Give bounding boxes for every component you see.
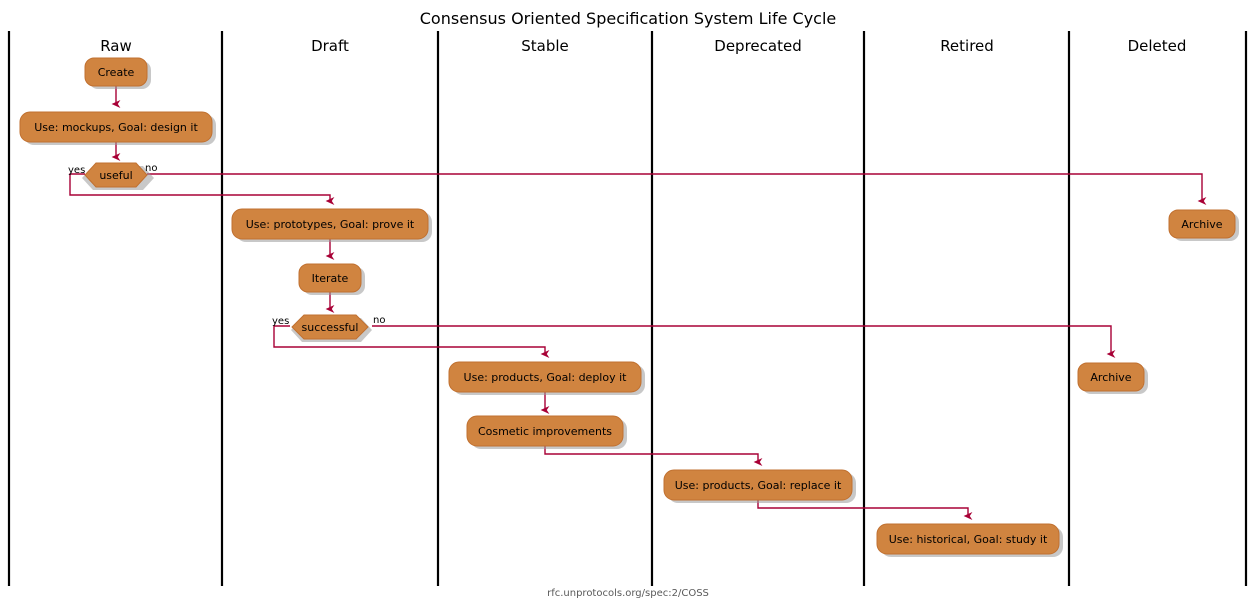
edge-label-successful-yes: yes — [272, 316, 289, 327]
node-archive-deleted-label: Archive — [1181, 218, 1222, 231]
node-use-products-replace[interactable]: Use: products, Goal: replace it — [663, 469, 856, 503]
node-use-mockups-shape — [19, 111, 213, 143]
lane-dividers — [7, 31, 1248, 586]
edge-label-successful-no: no — [373, 315, 385, 326]
edge-labels: yes no yes no — [68, 163, 385, 327]
node-create-shape — [84, 57, 148, 87]
node-archive-retired-shape — [1077, 362, 1145, 392]
node-successful-decision[interactable]: successful — [291, 314, 372, 342]
edges — [69, 86, 1207, 521]
node-successful-shape — [291, 314, 369, 340]
node-use-products-replace-shape — [663, 469, 853, 501]
node-archive-deleted[interactable]: Archive — [1168, 209, 1239, 241]
node-use-historical-study-shape — [876, 523, 1060, 555]
node-useful-decision[interactable]: useful — [82, 162, 154, 190]
node-iterate-label: Iterate — [312, 272, 349, 285]
node-use-prototypes-label: Use: prototypes, Goal: prove it — [246, 218, 415, 231]
edge-useful-yes-to-prototypes — [69, 173, 335, 206]
footer-caption: rfc.unprotocols.org/spec:2/COSS — [547, 588, 709, 599]
edge-label-useful-yes: yes — [68, 165, 85, 176]
node-create[interactable]: Create — [84, 57, 151, 89]
node-use-historical-study[interactable]: Use: historical, Goal: study it — [876, 523, 1063, 557]
node-use-mockups-label: Use: mockups, Goal: design it — [34, 121, 198, 134]
edge-useful-no-to-archive-deleted — [147, 173, 1207, 206]
edge-successful-no-to-archive-retired — [372, 325, 1116, 359]
lane-label-retired: Retired — [940, 37, 994, 55]
page-title: Consensus Oriented Specification System … — [420, 9, 837, 28]
lane-label-stable: Stable — [521, 37, 569, 55]
node-use-prototypes[interactable]: Use: prototypes, Goal: prove it — [231, 208, 432, 242]
node-use-products-deploy-shape — [448, 361, 642, 393]
edge-label-useful-no: no — [145, 163, 157, 174]
node-archive-retired[interactable]: Archive — [1077, 362, 1148, 394]
node-iterate[interactable]: Iterate — [298, 263, 365, 295]
lane-label-deprecated: Deprecated — [714, 37, 801, 55]
node-archive-retired-label: Archive — [1090, 371, 1131, 384]
node-use-historical-study-label: Use: historical, Goal: study it — [889, 533, 1048, 546]
node-use-products-deploy-label: Use: products, Goal: deploy it — [464, 371, 628, 384]
node-useful-label: useful — [99, 169, 132, 182]
node-successful-label: successful — [302, 321, 359, 334]
node-iterate-shape — [298, 263, 362, 293]
edge-replace-to-study — [757, 500, 973, 521]
node-use-products-replace-label: Use: products, Goal: replace it — [675, 479, 842, 492]
lane-label-raw: Raw — [100, 37, 132, 55]
node-use-mockups[interactable]: Use: mockups, Goal: design it — [19, 111, 216, 145]
lane-labels: Raw Draft Stable Deprecated Retired Dele… — [100, 37, 1186, 55]
node-useful-shape — [84, 162, 148, 188]
node-cosmetic-improvements-label: Cosmetic improvements — [478, 425, 612, 438]
edge-successful-yes-to-deploy — [273, 325, 550, 359]
node-use-products-deploy[interactable]: Use: products, Goal: deploy it — [448, 361, 645, 395]
node-cosmetic-improvements-shape — [466, 415, 624, 447]
lane-label-deleted: Deleted — [1128, 37, 1187, 55]
lane-label-draft: Draft — [311, 37, 349, 55]
node-create-label: Create — [98, 66, 135, 79]
edge-cosmetic-to-replace — [544, 446, 763, 467]
nodes: Create Use: mockups, Goal: design it use… — [19, 57, 1239, 557]
node-use-prototypes-shape — [231, 208, 429, 240]
node-cosmetic-improvements[interactable]: Cosmetic improvements — [466, 415, 627, 449]
node-archive-deleted-shape — [1168, 209, 1236, 239]
